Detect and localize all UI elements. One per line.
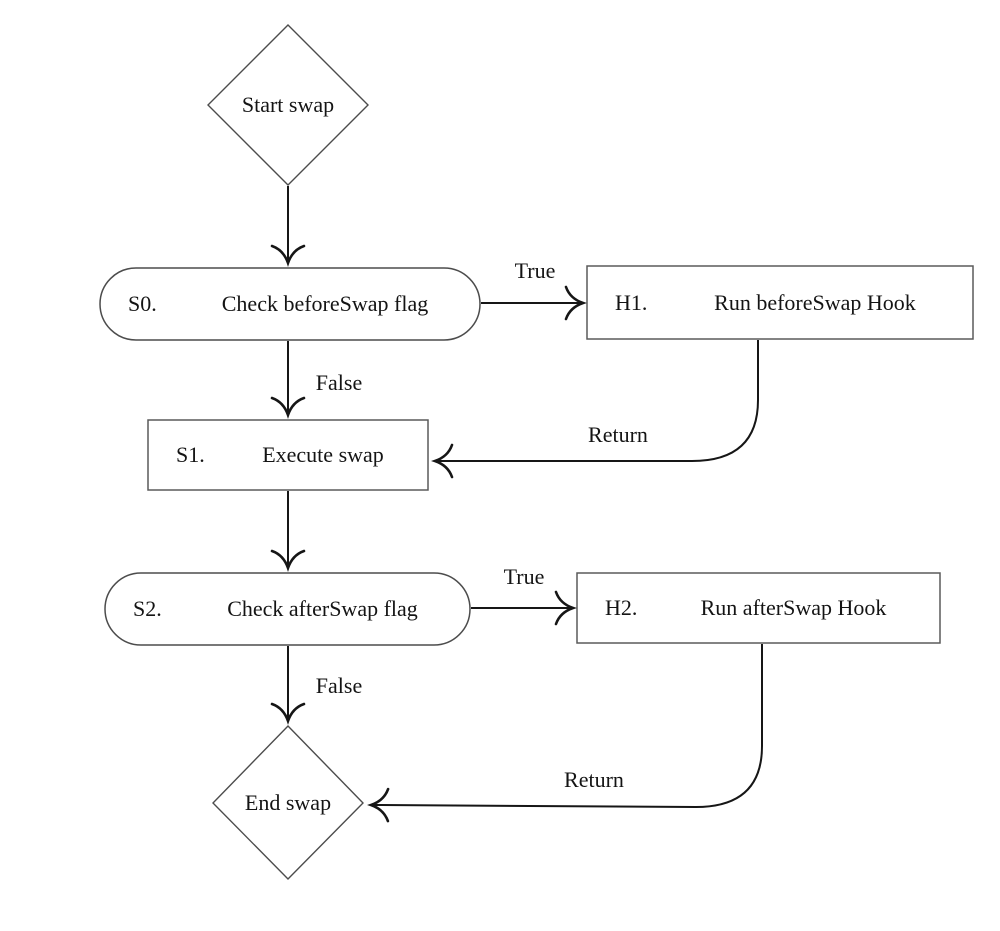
s0-stadium-shape — [99, 267, 481, 341]
edge-label-true-1: True — [514, 258, 556, 283]
edge-h2-return-to-end — [367, 644, 763, 823]
h1-node-prefix: H1. — [615, 289, 648, 315]
edge-label-return-1: Return — [588, 422, 648, 447]
h2-node: H2. Run afterSwap Hook — [577, 573, 940, 643]
s0-node-prefix: S0. — [128, 291, 157, 316]
edge-label-true-2: True — [503, 564, 545, 589]
h1-node-label: Run beforeSwap Hook — [714, 289, 916, 315]
s1-node-prefix: S1. — [176, 442, 205, 467]
end-node-label: End swap — [244, 790, 332, 815]
s2-node-prefix: S2. — [133, 596, 162, 621]
start-node-label: Start swap — [241, 92, 335, 117]
edge-h1-return-to-s1 — [431, 340, 759, 479]
edge-label-false-1: False — [315, 370, 363, 395]
h1-rect-shape — [586, 265, 974, 340]
h2-node-prefix: H2. — [605, 595, 638, 620]
s0-node: S0. Check beforeSwap flag — [100, 268, 480, 340]
s0-node-label: Check beforeSwap flag — [221, 291, 429, 316]
edge-label-return-2: Return — [564, 767, 624, 792]
start-diamond-shape — [207, 24, 369, 186]
s1-rect-shape — [147, 419, 429, 491]
s1-node: S1. Execute swap — [148, 420, 428, 490]
h2-rect-shape — [576, 572, 941, 644]
end-diamond-shape — [212, 724, 364, 880]
edge-label-false-2: False — [315, 673, 363, 698]
s2-node-label: Check afterSwap flag — [227, 596, 418, 621]
s1-node-label: Execute swap — [262, 442, 384, 467]
h2-node-label: Run afterSwap Hook — [700, 595, 887, 620]
s2-stadium-shape — [104, 572, 471, 646]
s2-node: S2. Check afterSwap flag — [105, 573, 470, 645]
h1-node: H1. Run beforeSwap Hook — [587, 266, 973, 339]
